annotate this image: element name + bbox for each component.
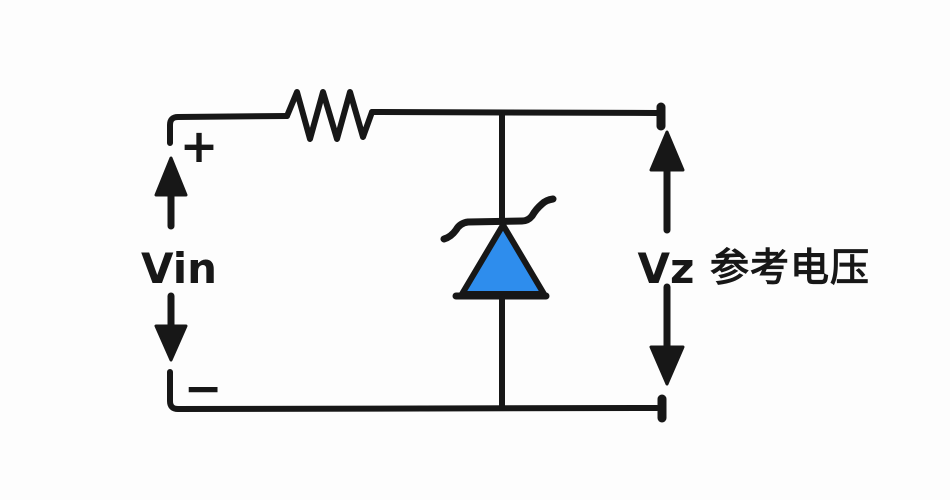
vin-up-arrow-head xyxy=(154,156,188,197)
plus-sign: + xyxy=(180,119,219,173)
top-wire-left xyxy=(167,113,290,146)
vin-label: Vin xyxy=(141,244,217,293)
minus-sign: − xyxy=(184,361,223,415)
vz-up-arrow xyxy=(649,130,685,234)
resistor-symbol xyxy=(284,89,375,142)
vin-down-arrow-head xyxy=(154,324,188,362)
vz-down-arrow xyxy=(649,283,685,386)
reference-voltage-label: 参考电压 xyxy=(710,246,870,291)
vin-up-arrow xyxy=(154,156,188,230)
vz-up-arrow-head xyxy=(649,130,685,172)
top-wire-right xyxy=(369,109,660,116)
vin-down-arrow xyxy=(154,292,188,362)
vz-down-arrow-head xyxy=(649,345,685,386)
bottom-wire xyxy=(167,369,660,412)
vz-label: Vz xyxy=(638,244,695,293)
zener-cathode-bar xyxy=(440,195,557,243)
zener-diode-symbol xyxy=(440,112,557,409)
